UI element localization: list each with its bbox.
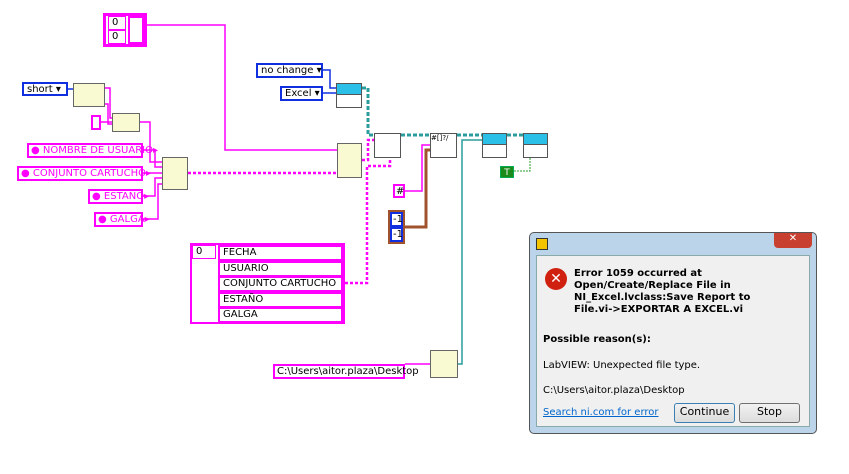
enum-value: no change — [261, 65, 314, 76]
excel-enum[interactable]: Excel ▾ — [280, 86, 323, 101]
string-constant-estano[interactable]: ● ESTAÑO▸ — [88, 189, 149, 204]
build-array-node[interactable] — [162, 157, 188, 190]
concatenate-strings-node[interactable] — [112, 113, 140, 132]
table-row[interactable]: ESTAÑO — [218, 291, 343, 308]
table-row[interactable]: USUARIO — [218, 260, 343, 277]
stop-button[interactable]: Stop — [739, 403, 800, 423]
path-value: C:\Users\aitor.plaza\Desktop — [277, 366, 419, 377]
node-label: #[]?/ — [431, 134, 449, 142]
string-value: ESTAÑO — [103, 191, 145, 202]
string-constant-conjunto[interactable]: ● CONJUNTO CARTUCHO▸ — [17, 166, 151, 181]
string-constant-nombre[interactable]: ● NOMBRE DE USUARIO▸ — [27, 143, 158, 158]
no-change-enum[interactable]: no change ▾ — [256, 63, 323, 78]
enum-value: Excel — [285, 88, 312, 99]
wire — [145, 24, 337, 151]
array-index[interactable]: 0 — [192, 245, 216, 259]
path-constant[interactable]: C:\Users\aitor.plaza\Desktop — [273, 364, 419, 379]
reasons-heading: Possible reason(s): — [543, 334, 651, 345]
array-element[interactable]: 0 — [108, 16, 126, 30]
wire — [101, 87, 112, 125]
array-element[interactable]: -1 — [390, 227, 403, 242]
format-date-time-node[interactable] — [73, 83, 105, 107]
new-report-vi[interactable] — [336, 83, 362, 108]
save-report-vi[interactable] — [482, 133, 507, 158]
wire — [140, 121, 162, 220]
build-table-node[interactable] — [337, 143, 362, 178]
hash-constant[interactable]: # — [393, 184, 405, 198]
array-element[interactable]: 0 — [108, 30, 126, 44]
append-table-vi[interactable] — [374, 133, 401, 158]
array-constant[interactable]: 0 0 — [103, 13, 147, 47]
time-format-enum[interactable]: short ▾ — [22, 82, 68, 96]
string-value: NOMBRE DE USUARIO — [42, 145, 153, 156]
array-element[interactable]: -1 — [390, 212, 403, 227]
table-row[interactable]: CONJUNTO CARTUCHO — [218, 276, 343, 292]
error-path: C:\Users\aitor.plaza\Desktop — [543, 385, 685, 396]
error-icon: ✕ — [545, 268, 567, 290]
string-value: CONJUNTO CARTUCHO — [32, 168, 146, 179]
string-constant-galga[interactable]: ● GALGA▸ — [94, 212, 150, 227]
build-path-node[interactable] — [430, 350, 458, 378]
search-ni-link[interactable]: Search ni.com for error — [543, 407, 659, 418]
enum-value: short — [27, 84, 53, 95]
format-table-vi[interactable]: #[]?/ — [430, 133, 457, 158]
dispose-report-vi[interactable] — [523, 133, 548, 158]
continue-button[interactable]: Continue — [674, 403, 735, 423]
close-button[interactable]: ✕ — [774, 233, 812, 248]
error-message: Error 1059 occurred at Open/Create/Repla… — [574, 268, 751, 315]
true-constant[interactable]: T — [500, 166, 514, 178]
empty-string-constant[interactable] — [91, 115, 101, 130]
numeric-array-constant[interactable]: -1 -1 — [388, 210, 405, 244]
error-dialog: ✕ ✕ Error 1059 occurred at Open/Create/R… — [529, 232, 817, 434]
table-row[interactable]: FECHA — [218, 245, 343, 261]
string-value: GALGA — [109, 214, 145, 225]
table-row[interactable]: GALGA — [218, 307, 343, 323]
array-display — [128, 16, 144, 44]
labview-icon — [536, 238, 548, 250]
reason-text: LabVIEW: Unexpected file type. — [543, 360, 701, 371]
